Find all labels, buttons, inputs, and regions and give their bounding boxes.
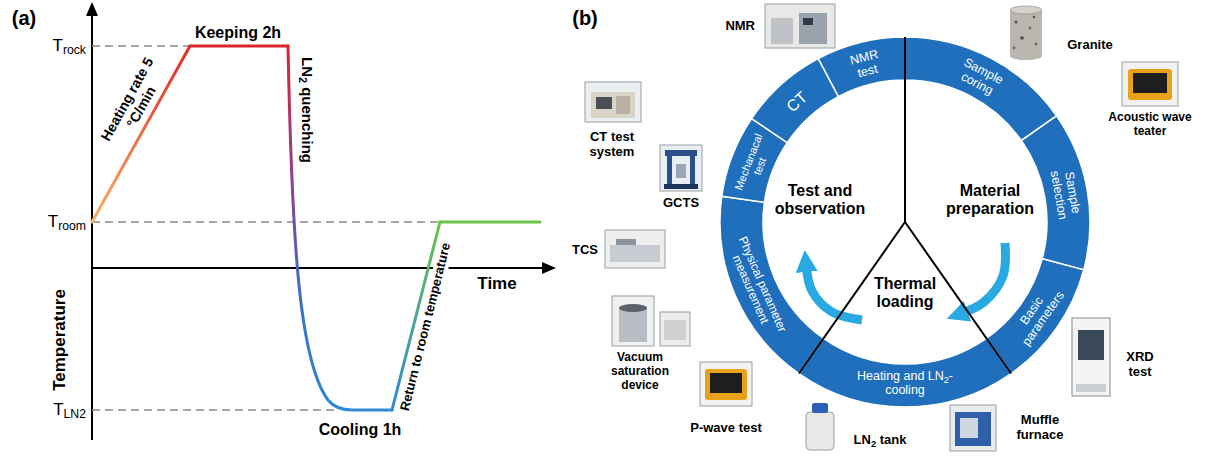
curve-annotation: Heating rate 5 °C/min [97,53,172,153]
photo-caption: Muffle furnace [1009,413,1071,443]
subscript: 2 [871,438,876,448]
stage-label: Material preparation [938,182,1042,217]
text-run: T [53,400,63,419]
text-run: (a) [12,7,36,29]
text-run: GCTS [663,195,699,210]
text-run: tank [876,432,906,447]
photo-tcs [605,230,665,268]
curve-annotation: Keeping 2h [195,24,281,42]
text-run: Cooling 1h [319,421,402,438]
text-run: Time [477,274,516,293]
ring-arc [752,59,839,143]
photo-vacuum-device [612,296,690,346]
photo-granite [1010,6,1042,60]
stage-label: Test and observation [768,182,872,217]
photo-caption: Granite [1067,38,1113,53]
axis-title: Time [477,274,516,294]
text-run: Return to room temperature [397,241,453,412]
text-run: Temperature [50,289,69,391]
text-run: T [52,36,62,55]
photo-nmr [765,4,835,48]
panel-label: (b) [572,7,598,30]
photo-gcts [660,145,702,191]
text-run: LN [854,432,871,447]
axes [86,2,556,440]
subscript: 2 [297,77,309,83]
photo-caption: Acoustic wave teater [1104,111,1196,139]
text-run: LN [299,57,316,77]
text-run: T [48,212,58,231]
text-run: Granite [1067,37,1113,52]
subscript: LN2 [64,408,86,422]
photo-xrd [1072,318,1110,396]
text-run: XRD test [1126,349,1153,379]
axis-tick-label: TLN2 [53,400,86,420]
text-run: CT test system [590,129,635,159]
axis-tick-label: Troom [48,212,86,232]
flow-arrow [806,264,862,320]
photo-muffle-furnace [950,405,996,451]
photo-caption: CT test system [581,130,643,160]
photo-caption: TCS [572,243,598,258]
photo-ln2-tank [806,403,834,450]
photo-p-wave-tester [700,362,752,406]
segment-label: Heating and LN2-cooling [855,370,955,398]
photo-caption: GCTS [663,196,699,211]
ring-arc [720,196,824,373]
text-run: NMR [725,18,755,33]
text-run: Keeping 2h [195,24,281,41]
ring-arc [1021,116,1090,270]
curve-annotation: Return to room temperature [397,239,454,414]
text-run: Heating and LN [857,369,944,383]
curve-annotation: Cooling 1h [319,421,402,439]
photo-caption: P-wave test [690,421,762,436]
text-run: quenching [299,83,316,163]
curve-annotation: LN2 quenching [298,57,315,163]
text-run: Test and observation [775,182,866,217]
photo-acoustic-tester [1122,62,1178,106]
text-run: Muffle furnace [1017,412,1064,442]
ring-arc [905,37,1057,141]
text-run: Vacuum saturation device [611,350,669,392]
photo-ct [585,82,641,122]
text-run: Heating rate 5 °C/min [97,55,158,144]
text-run: Thermal loading [874,275,936,310]
text-run: Material preparation [946,182,1034,217]
axis-title: Temperature [50,289,70,391]
axis-tick-label: Trock [52,36,86,56]
flow-arrow [960,243,1005,314]
text-run: NMR test [848,47,879,80]
temperature-curve [92,46,540,410]
photo-caption: Vacuum saturation device [605,351,675,392]
sector-wedge [824,222,987,364]
text-run: Acoustic wave teater [1108,110,1191,138]
subscript: 2 [944,375,949,385]
photo-caption: NMR [725,19,755,34]
text-run: (b) [572,7,598,29]
text-run: P-wave test [690,420,762,435]
reference-lines [92,46,440,410]
photo-caption: LN2 tank [854,433,907,448]
photo-caption: XRD test [1120,350,1160,380]
ring-arc [799,338,1011,407]
stage-label: Thermal loading [865,275,945,310]
subscript: room [58,220,86,234]
ring-arc [986,259,1083,374]
panel-label: (a) [12,7,36,30]
subscript: rock [63,44,86,58]
text-run: TCS [572,242,598,257]
